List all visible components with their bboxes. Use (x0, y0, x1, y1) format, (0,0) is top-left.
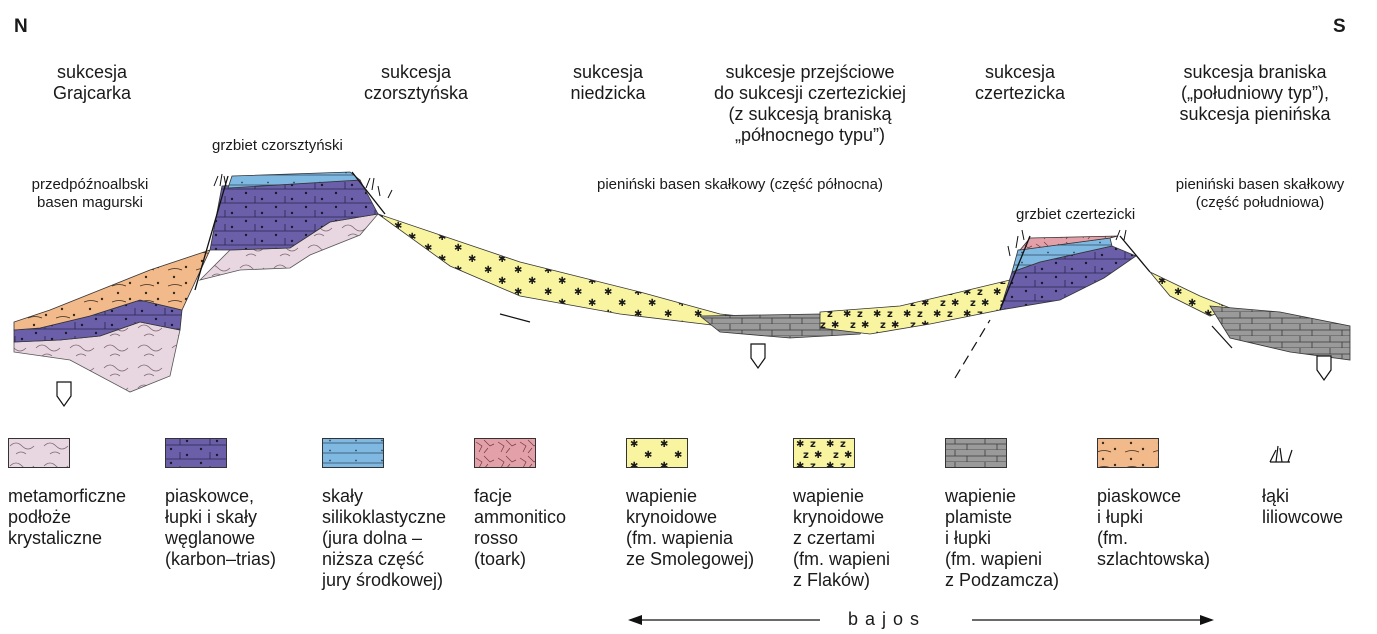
legend-label-ammonitico: facje ammonitico rosso (toark) (474, 486, 566, 570)
chert-crinoid-body (820, 280, 1010, 334)
succession-niedzicka: sukcesja niedzicka (548, 62, 668, 104)
legend-swatch-szlachtowa (1097, 438, 1159, 468)
fault-trace-north (500, 314, 530, 322)
crinoid-slope (378, 214, 760, 326)
arrow-magura (57, 382, 71, 406)
bajos-arrow-left-head (628, 615, 642, 625)
north-label: N (14, 16, 28, 38)
succession-czertezicka: sukcesja czertezicka (960, 62, 1080, 104)
legend-swatch-crinoid-chert (793, 438, 855, 468)
ridge-czertezik-label: grzbiet czertezicki (1016, 206, 1135, 224)
legend-swatch-sandstones-carbonates (165, 438, 227, 468)
basin-pieniny-south-label: pieniński basen skałkowy (część południo… (1150, 176, 1370, 212)
succession-czorsztynska: sukcesja czorsztyńska (336, 62, 496, 104)
czorsztyn-purple (210, 180, 378, 250)
arrow-pieniny-south (1317, 356, 1331, 380)
succession-przejsciowe: sukcesje przejściowe do sukcesji czertez… (690, 62, 930, 146)
legend-label-metamorphic: metamorficzne podłoże krystaliczne (8, 486, 126, 549)
legend-label-szlachtowa: piaskowce i łupki (fm. szlachtowska) (1097, 486, 1210, 570)
legend-label-sandstones-carbonates: piaskowce, łupki i skały węglanowe (karb… (165, 486, 276, 570)
south-label: S (1333, 16, 1346, 38)
fault-trace-czertezik (955, 320, 990, 378)
basin-grey-south (1210, 306, 1350, 360)
bajos-arrow-right-head (1200, 615, 1214, 625)
legend-label-crinoid-meadows: łąki liliowcowe (1262, 486, 1343, 528)
legend-swatch-crinoid (626, 438, 688, 468)
crinoid-meadow-czorsztyn-left (214, 174, 226, 186)
legend-label-siliciclastic: skały silikoklastyczne (jura dolna – niż… (322, 486, 446, 591)
stage-label-bajos: bajos (848, 609, 926, 630)
legend-label-crinoid-chert: wapienie krynoidowe z czertami (fm. wapi… (793, 486, 890, 591)
basin-magura-label: przedpóźnoalbski basen magurski (8, 176, 172, 212)
succession-grajcarka: sukcesja Grajcarka (22, 62, 162, 104)
basin-pieniny-north-label: pieniński basen skałkowy (część północna… (540, 176, 940, 194)
legend-swatch-metamorphic (8, 438, 70, 468)
legend-swatch-crinoid-meadow-icon (1262, 440, 1302, 466)
arrow-pieniny-north (751, 344, 765, 368)
legend-swatch-spotted (945, 438, 1007, 468)
ridge-czorsztyn-label: grzbiet czorsztyński (212, 137, 343, 155)
legend-swatch-ammonitico (474, 438, 536, 468)
legend-label-crinoid: wapienie krynoidowe (fm. wapienia ze Smo… (626, 486, 754, 570)
legend-label-spotted: wapienie plamiste i łupki (fm. wapieni z… (945, 486, 1059, 591)
legend-swatch-siliciclastic (322, 438, 384, 468)
succession-braniska: sukcesja braniska („południowy typ”), su… (1150, 62, 1360, 125)
